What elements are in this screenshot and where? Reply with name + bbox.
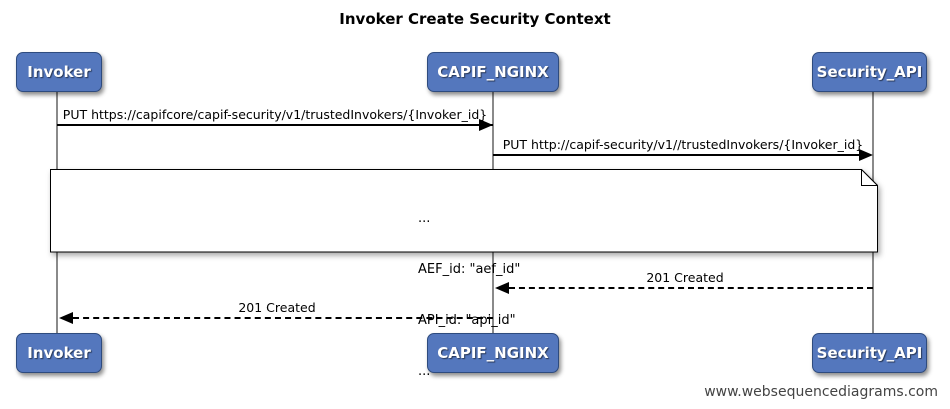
note-line: API_id: "api_id" bbox=[418, 313, 516, 328]
note-content: ... AEF_id: "aef_id" API_id: "api_id" ..… bbox=[418, 176, 520, 409]
arrowhead-right-icon bbox=[859, 149, 873, 161]
actor-box-invoker-bottom: Invoker bbox=[16, 333, 102, 373]
actor-label-capif-nginx: CAPIF_NGINX bbox=[437, 63, 549, 81]
watermark-websequencediagrams: www.websequencediagrams.com bbox=[704, 384, 938, 400]
actor-label-security-api: Security_API bbox=[816, 344, 923, 362]
message-label-201-created-security: 201 Created bbox=[646, 270, 724, 285]
message-line-4 bbox=[73, 317, 493, 319]
note-line: ... bbox=[418, 211, 431, 226]
actor-box-capif-nginx-top: CAPIF_NGINX bbox=[427, 52, 559, 92]
arrowhead-left-icon bbox=[495, 282, 509, 294]
actor-box-capif-nginx-bottom: CAPIF_NGINX bbox=[427, 333, 559, 373]
message-line-1 bbox=[57, 124, 493, 126]
note-fold-icon bbox=[861, 169, 878, 186]
message-label-put-capif-security: PUT http://capif-security/v1//trustedInv… bbox=[502, 137, 864, 152]
actor-label-capif-nginx: CAPIF_NGINX bbox=[437, 344, 549, 362]
actor-label-invoker: Invoker bbox=[27, 63, 91, 81]
message-line-2 bbox=[493, 154, 859, 156]
message-label-201-created-invoker: 201 Created bbox=[238, 300, 316, 315]
note-box bbox=[50, 169, 878, 253]
actor-box-security-api-bottom: Security_API bbox=[812, 333, 927, 373]
arrowhead-left-icon bbox=[59, 312, 73, 324]
actor-label-security-api: Security_API bbox=[816, 63, 923, 81]
message-line-3 bbox=[509, 287, 873, 289]
diagram-title: Invoker Create Security Context bbox=[339, 10, 611, 28]
note-line: AEF_id: "aef_id" bbox=[418, 262, 521, 277]
actor-label-invoker: Invoker bbox=[27, 344, 91, 362]
actor-box-security-api-top: Security_API bbox=[812, 52, 927, 92]
arrowhead-right-icon bbox=[479, 119, 493, 131]
message-label-put-trusted-invokers: PUT https://capifcore/capif-security/v1/… bbox=[62, 107, 488, 122]
actor-box-invoker-top: Invoker bbox=[16, 52, 102, 92]
